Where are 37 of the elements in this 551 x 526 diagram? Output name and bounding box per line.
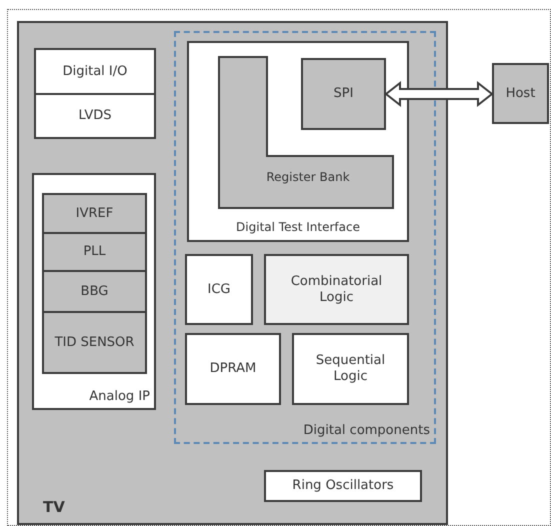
box-label: PLL [83,244,106,260]
interface-box [187,41,409,242]
box-label: Register Bank [266,170,350,185]
module-box [492,63,549,124]
box-label: TV [43,498,65,517]
box-label: Analog IP [89,388,150,405]
box-label: IVREF [76,205,114,222]
module-box [42,232,147,272]
module-box [292,333,409,405]
box-label: Host [506,85,536,102]
module-box [264,470,422,502]
box-label: TID SENSOR [54,334,134,351]
box-label: Digital components [303,422,430,439]
box-label: BBG [80,283,108,300]
module-box [301,58,386,130]
l-shaped-block [218,56,394,209]
module-box [34,93,156,139]
box-label: Digital Test Interface [236,220,360,235]
module-box [42,270,147,313]
container-box [17,21,448,525]
module-box [34,48,156,95]
hollow-double-arrow [384,80,494,108]
module-box [42,311,147,374]
box-label: ICG [208,281,230,298]
module-box [42,193,147,234]
box-label: Digital I/O [62,63,128,80]
box-label: SPI [334,86,354,102]
module-box [185,254,253,325]
box-label: Combinatorial Logic [290,273,384,306]
module-box [185,333,281,405]
box-label: Ring Oscillators [292,478,394,494]
group-box [32,173,156,410]
module-box [264,254,409,325]
box-label: DPRAM [210,360,256,378]
box-label: Sequential Logic [314,352,386,386]
dashed-group-box [174,31,436,444]
box-label: LVDS [78,108,112,124]
